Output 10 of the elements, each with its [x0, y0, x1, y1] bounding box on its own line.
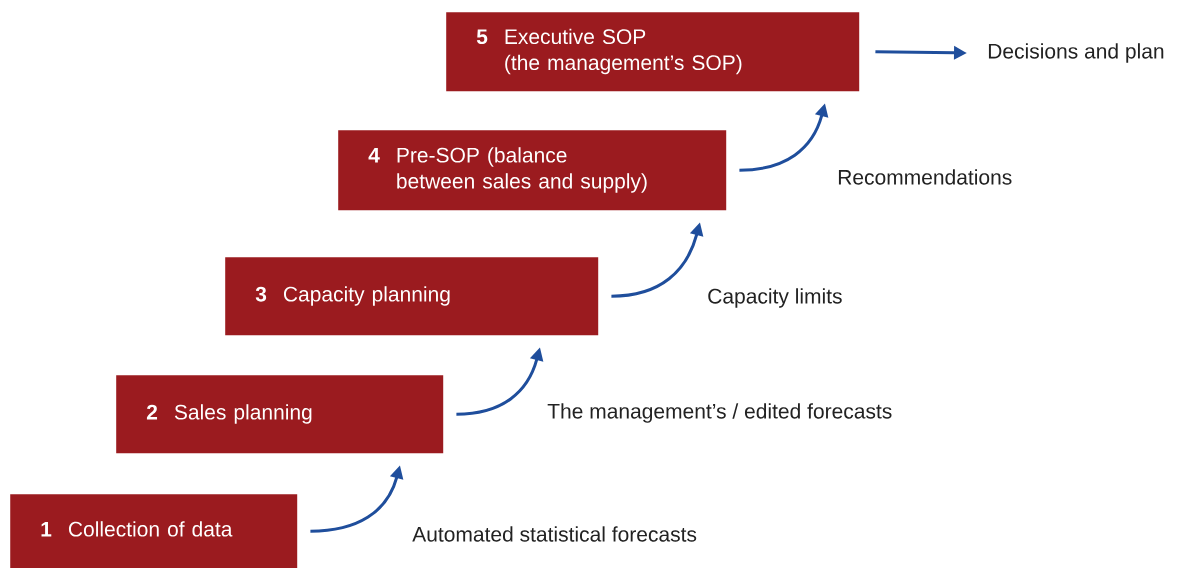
- process-box: 3 Capacity planning: [225, 257, 599, 336]
- process-box: 5 Executive SOP (the management’s SOP): [446, 12, 860, 92]
- edge-label: The management’s / edited forecasts: [547, 403, 892, 423]
- edge-label: Recommendations: [838, 169, 1012, 185]
- process-box: 4 Pre-SOP (balance between sales and supply): [338, 130, 727, 211]
- process-box: 1 Collection of data: [10, 494, 298, 568]
- edge-label: Automated statistical forecasts: [412, 526, 697, 542]
- output-text: Decisions and plan: [988, 43, 1164, 63]
- process-box: 2 Sales planning: [116, 375, 444, 454]
- edge-label: Capacity limits: [708, 288, 842, 308]
